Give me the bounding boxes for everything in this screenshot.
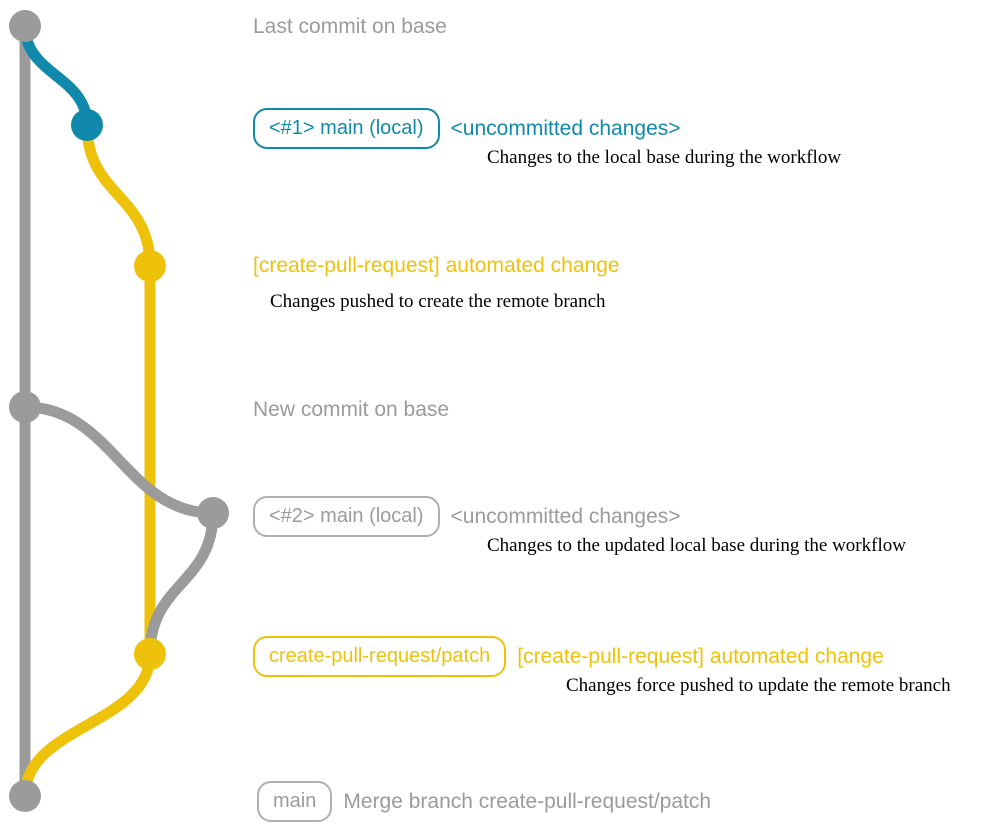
commit-description-automated-change-2: Changes force pushed to update the remot… [566, 675, 951, 696]
heading-last-commit-on-base: Last commit on base [253, 15, 447, 38]
commit-subject-merge: Merge branch create-pull-request/patch [343, 790, 712, 813]
branch-pill-create-pull-request-patch[interactable]: create-pull-request/patch [253, 636, 507, 677]
commit-description-local-change-2: Changes to the updated local base during… [487, 535, 906, 556]
edge-patch2-to-merge [19, 648, 156, 802]
commit-node-patch-1 [134, 250, 166, 282]
edge-local2-to-patch2 [144, 507, 219, 660]
commit-node-local-2 [197, 497, 229, 529]
branch-pill-main-local-2[interactable]: <#2> main (local) [253, 496, 440, 537]
commit-node-local-1 [71, 109, 103, 141]
row-local-change-2: <#2> main (local) <uncommitted changes> [253, 496, 681, 537]
heading-new-commit-on-base: New commit on base [253, 398, 450, 421]
commit-node-base-new [9, 391, 41, 423]
row-local-change-1: <#1> main (local) <uncommitted changes> [253, 108, 681, 149]
edge-basenew-to-local2 [19, 401, 219, 519]
commit-node-patch-2 [134, 638, 166, 670]
row-automated-change-2: create-pull-request/patch [create-pull-r… [253, 636, 884, 677]
commit-node-base-merge [9, 780, 41, 812]
row-merge-commit: main Merge branch create-pull-request/pa… [257, 781, 711, 822]
edge-local1-to-patch1 [81, 119, 156, 272]
commit-subject-automated-change-2: [create-pull-request] automated change [517, 645, 884, 668]
commit-subject-local-change-1: <uncommitted changes> [450, 117, 681, 140]
commit-description-local-change-1: Changes to the local base during the wor… [487, 147, 842, 168]
branch-pill-main[interactable]: main [257, 781, 333, 822]
branch-pill-main-local-1[interactable]: <#1> main (local) [253, 108, 440, 149]
commit-nodes [9, 10, 229, 812]
commit-node-base-last [9, 10, 41, 42]
row-automated-change-1: [create-pull-request] automated change [253, 255, 620, 276]
commit-subject-local-change-2: <uncommitted changes> [450, 505, 681, 528]
commit-description-automated-change-1: Changes pushed to create the remote bran… [270, 291, 606, 312]
commit-subject-automated-change-1: [create-pull-request] automated change [253, 254, 620, 277]
